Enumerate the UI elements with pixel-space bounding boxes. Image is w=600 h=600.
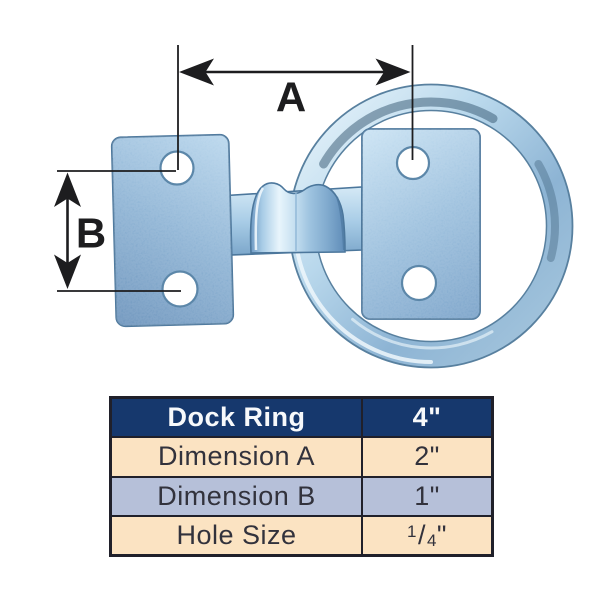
screw-hole-bottom-right: [400, 264, 438, 302]
arrowhead-right-icon: [375, 58, 411, 86]
fraction-slash: /: [417, 519, 426, 550]
dimension-b-annotation: B: [54, 170, 181, 292]
spec-row-dimension-b-label: Dimension B: [112, 477, 361, 515]
spec-table: Dock Ring 4" Dimension A 2" Dimension B …: [109, 396, 494, 557]
ring-highlight-bottom-inner: [351, 317, 494, 350]
spec-table-header-label: Dock Ring: [112, 399, 361, 437]
spec-row-dimension-a-value: 2": [363, 438, 491, 476]
bracket-bump: [249, 182, 346, 254]
dimension-a-label: A: [276, 74, 306, 121]
ring-highlight-bottom-left: [293, 224, 433, 364]
spec-row-dimension-b-value: 1": [363, 477, 491, 515]
bump-highlight: [254, 187, 265, 251]
spec-row-hole-size-label: Hole Size: [112, 516, 361, 554]
screw-hole-top-left: [159, 150, 195, 186]
arrowhead-left-icon: [179, 58, 214, 86]
bump-shadow: [336, 196, 345, 251]
arrowhead-down-icon: [54, 254, 81, 289]
dimension-b-label: B: [76, 210, 106, 257]
spec-row-hole-size-value: 1/4": [363, 516, 491, 554]
fraction-denominator: 4: [426, 530, 437, 550]
hole-size-fraction: 1/4: [406, 519, 437, 550]
spec-row-dimension-a-label: Dimension A: [112, 438, 361, 476]
ring-dark-reflection-right: [534, 160, 559, 262]
ring-dark-reflection-top: [319, 97, 498, 169]
fraction-unit: ": [436, 519, 448, 550]
dimension-a-annotation: A: [177, 45, 414, 170]
spec-table-header-value: 4": [363, 399, 491, 437]
arrowhead-up-icon: [54, 172, 81, 207]
fraction-numerator: 1: [406, 521, 417, 541]
mounting-bracket: [110, 128, 481, 328]
screw-hole-bottom-left: [161, 270, 199, 308]
